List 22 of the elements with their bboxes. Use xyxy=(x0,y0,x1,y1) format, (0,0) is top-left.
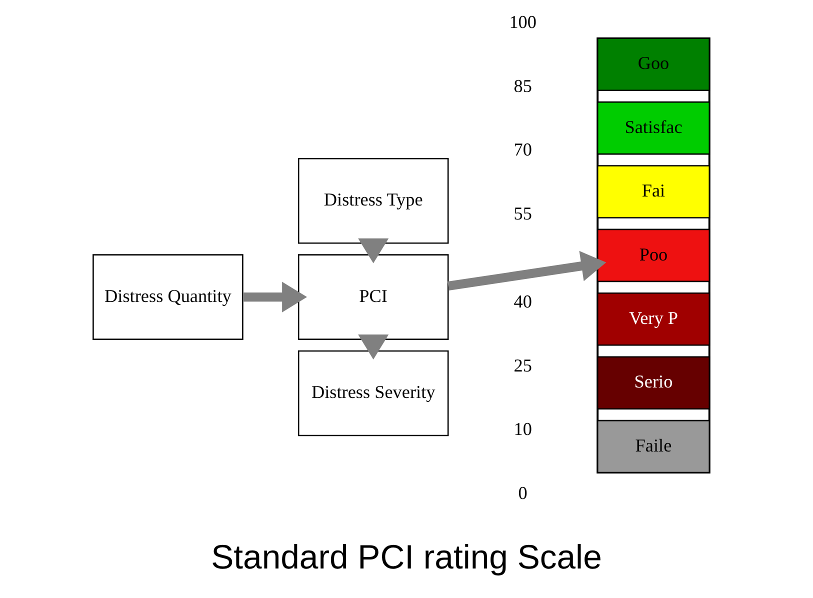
arrow xyxy=(358,238,389,264)
label: 25 xyxy=(514,355,532,376)
label: 10 xyxy=(514,419,532,440)
node-box: Distress Quantity xyxy=(92,254,244,340)
node-box: Serio xyxy=(596,356,710,410)
caption: Standard PCI rating Scale xyxy=(211,538,602,576)
node-box: Distress Severity xyxy=(298,350,449,436)
node-box: Faile xyxy=(596,420,710,474)
node-box: Satisfac xyxy=(596,101,710,155)
label: 55 xyxy=(514,203,532,224)
arrow xyxy=(358,334,389,360)
node-box: Poo xyxy=(596,228,710,282)
label: 40 xyxy=(514,292,532,312)
label: 70 xyxy=(514,140,532,160)
node-box: Fai xyxy=(596,165,710,218)
label: 100 xyxy=(509,12,536,32)
node-box: Very P xyxy=(596,292,710,346)
arrow xyxy=(448,250,606,291)
label: 85 xyxy=(514,76,532,96)
arrow xyxy=(243,282,308,312)
node-box: Goo xyxy=(596,38,710,91)
label: 0 xyxy=(518,482,528,503)
